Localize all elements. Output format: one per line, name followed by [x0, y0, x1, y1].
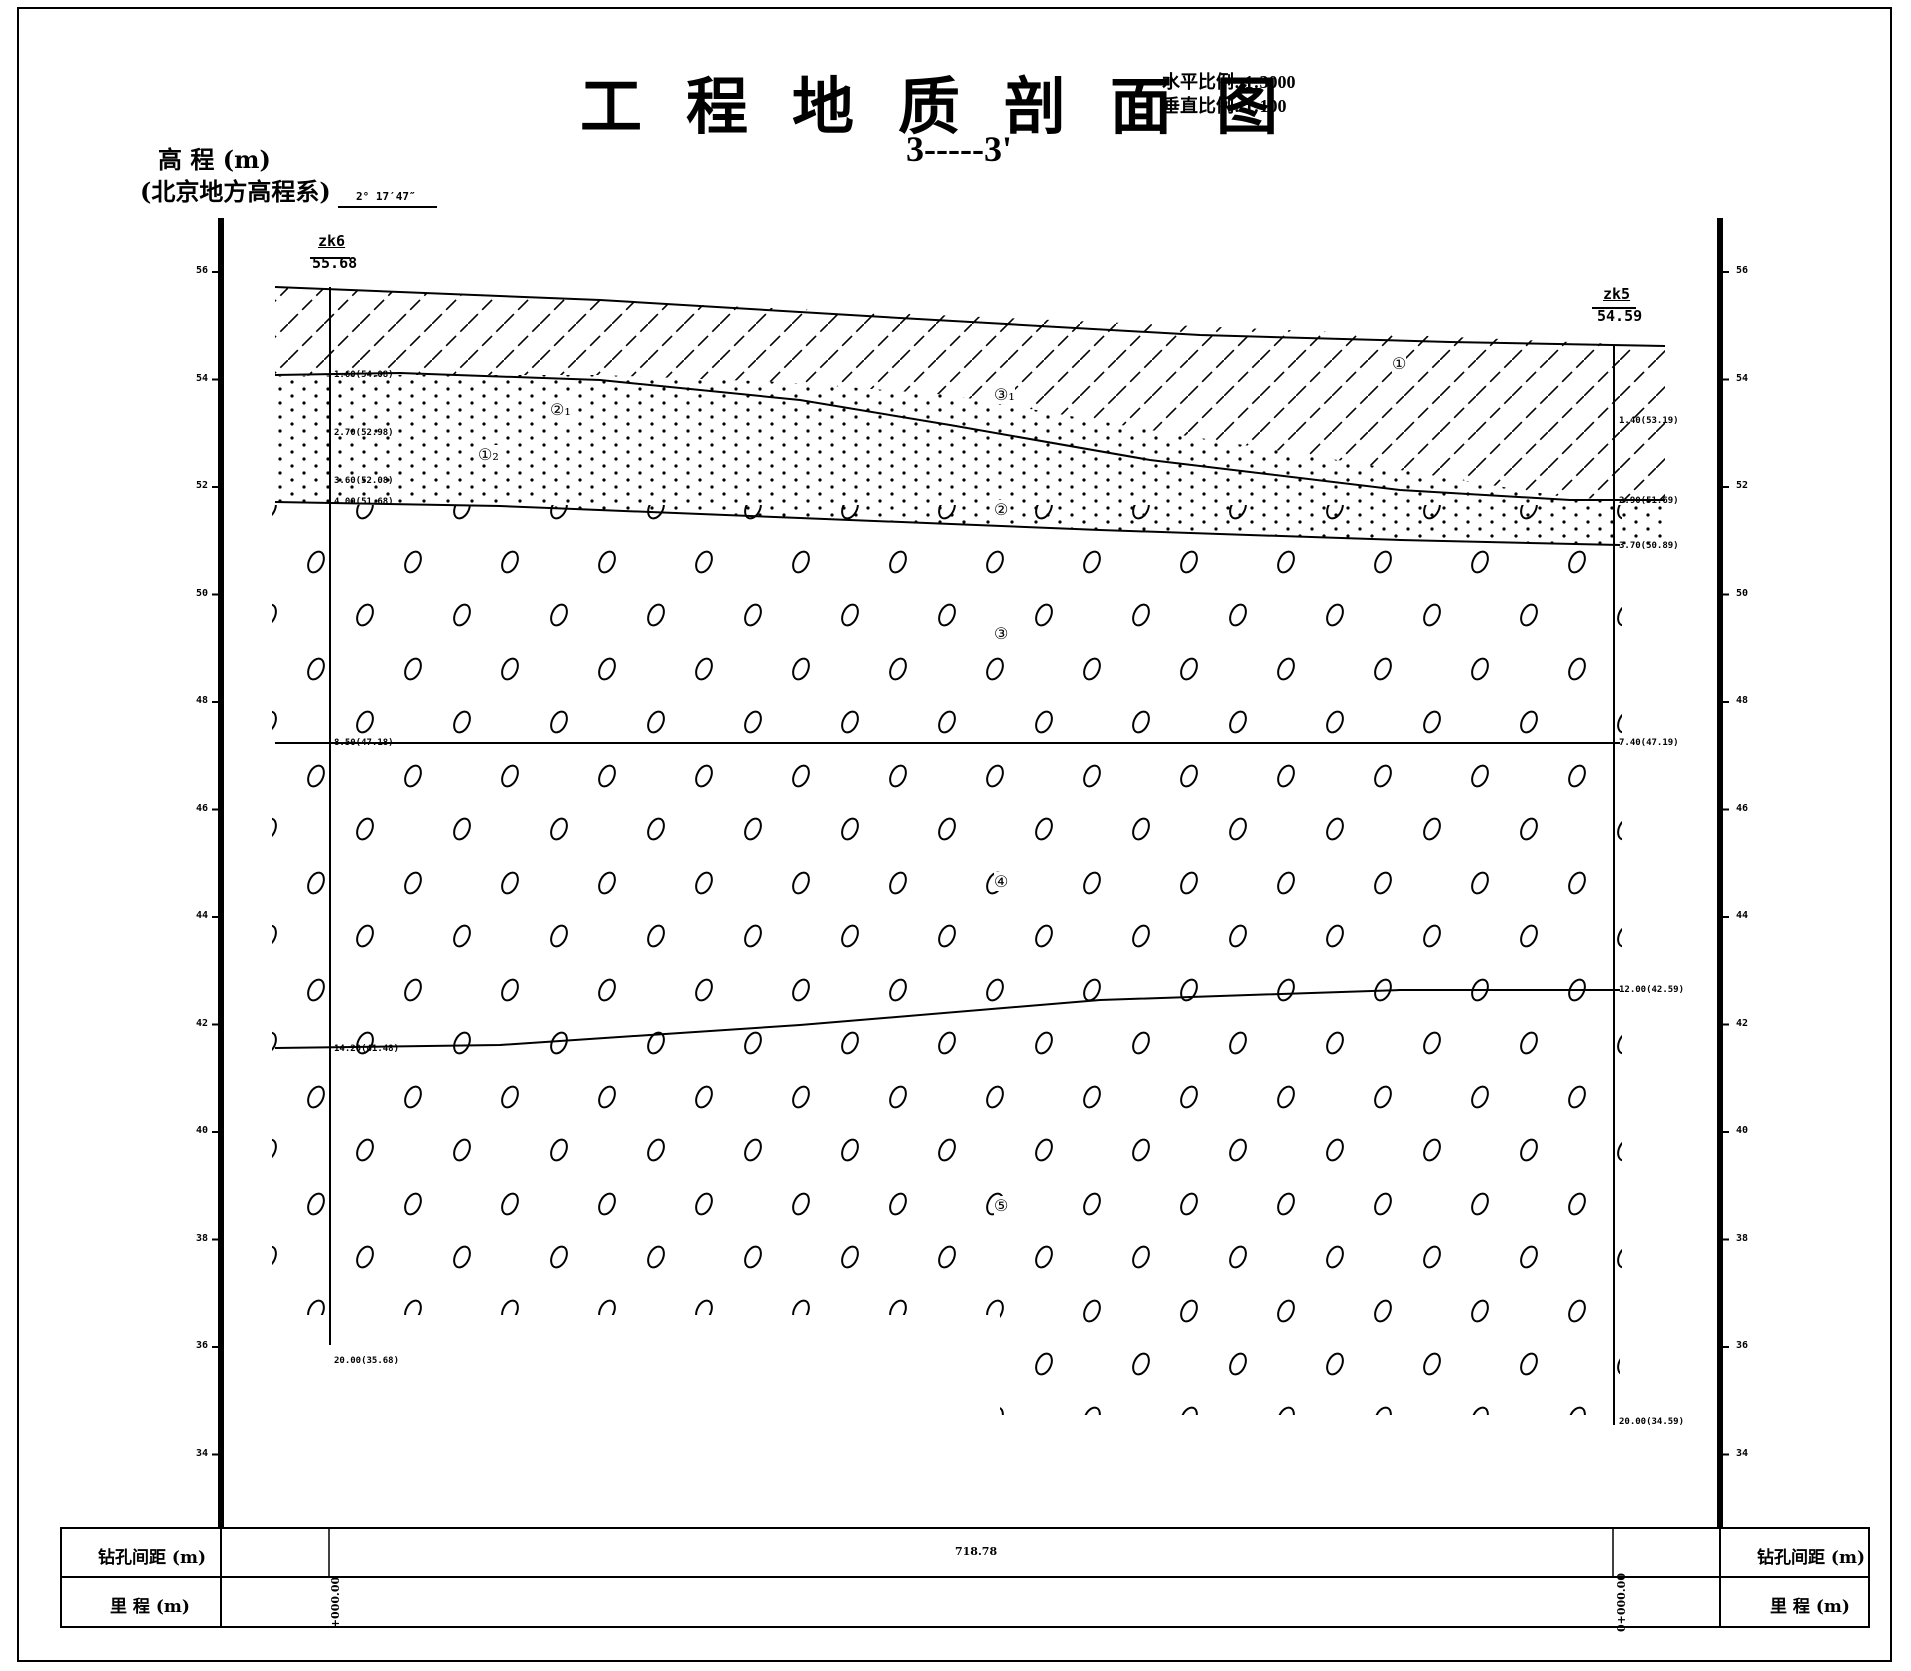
depth-label-zk6: 4.00(51.68): [334, 497, 394, 507]
borehole-id: zk6: [318, 232, 346, 250]
y-axis-label: 高 程 (m): [158, 145, 271, 174]
y-tick-label-right: 52: [1736, 480, 1749, 491]
depth-label-zk6: 8.50(47.18): [334, 738, 394, 748]
depth-label-zk5: 3.70(50.89): [1619, 541, 1679, 551]
depth-label-zk6: 20.00(35.68): [334, 1356, 400, 1366]
borehole-id: zk5: [1603, 285, 1631, 303]
left-elevation-axis: [218, 218, 224, 1528]
mileage-right: 0+000.00: [1614, 1573, 1628, 1632]
bearing-label: 2° 17′47″: [356, 190, 416, 203]
y-tick-label-right: 46: [1736, 802, 1749, 814]
y-tick-label-left: 42: [196, 1017, 209, 1029]
y-tick-label-right: 50: [1736, 587, 1749, 599]
drawing-title: 工程地质剖面图: [580, 70, 1323, 143]
y-tick-label-left: 54: [196, 372, 209, 384]
depth-label-zk5: 12.00(42.59): [1619, 985, 1685, 995]
y-tick-label-left: 38: [196, 1232, 209, 1244]
y-tick-label-right: 34: [1736, 1447, 1749, 1459]
drawing-frame: [17, 7, 1892, 1662]
layer-label: ②₁: [550, 400, 571, 419]
depth-label-zk6: 3.60(52.08): [334, 476, 394, 486]
horizontal-scale: 水平比例: 1:3000: [1162, 72, 1296, 92]
boundary-line-4: [274, 989, 1620, 1049]
layer-label: ③₁: [994, 385, 1015, 404]
y-tick-label-left: 50: [196, 587, 209, 599]
y-tick-label-left: 52: [196, 480, 209, 491]
mileage-left: +000.00: [329, 1576, 343, 1629]
row-label-borehole-distance-right: 钻孔间距 (m): [1757, 1548, 1865, 1568]
boundary-line-2: [274, 501, 1621, 546]
depth-label-zk5: 20.00(34.59): [1619, 1417, 1685, 1427]
gravel-layer: [272, 505, 1622, 1315]
layer-label: ②: [994, 500, 1009, 519]
y-tick-label-left: 40: [196, 1125, 209, 1136]
row-label-mileage: 里 程 (m): [110, 1597, 190, 1617]
y-tick-label-right: 42: [1736, 1017, 1749, 1029]
elevation-system-label: (北京地方高程系): [140, 177, 331, 206]
y-tick-label-left: 34: [196, 1447, 209, 1459]
borehole-elevation: 55.68: [312, 254, 358, 272]
depth-label-zk5: 1.40(53.19): [1619, 416, 1679, 426]
borehole-elevation: 54.59: [1597, 307, 1643, 325]
depth-label-zk6: 2.70(52.98): [334, 428, 394, 438]
y-tick-label-right: 44: [1736, 910, 1749, 921]
y-tick-label-right: 40: [1736, 1125, 1749, 1136]
y-tick-label-right: 48: [1736, 695, 1749, 706]
y-tick-label-right: 56: [1736, 265, 1749, 276]
y-tick-label-left: 36: [196, 1340, 209, 1351]
y-tick-label-left: 48: [196, 695, 209, 706]
layer-label: ③: [994, 624, 1009, 643]
vertical-scale: 垂直比例: 1:100: [1162, 96, 1287, 116]
gravel-layer-lower: [1000, 1315, 1620, 1415]
right-elevation-axis: [1717, 218, 1723, 1528]
depth-label-zk5: 2.90(51.69): [1619, 496, 1679, 506]
borehole-distance-value: 718.78: [955, 1545, 998, 1558]
y-tick-label-left: 56: [196, 265, 209, 276]
depth-label-zk6: 14.20(41.48): [334, 1044, 400, 1054]
boundary-line-1: [274, 371, 1665, 501]
row-label-mileage-right: 里 程 (m): [1770, 1597, 1850, 1617]
y-tick-label-left: 46: [196, 802, 209, 814]
y-tick-label-left: 44: [196, 910, 209, 921]
y-tick-label-right: 54: [1736, 372, 1749, 384]
layer-label: ⑤: [994, 1196, 1009, 1215]
layer-label: ④: [994, 872, 1009, 891]
depth-label-zk5: 7.40(47.19): [1619, 738, 1679, 748]
section-label: 3-----3': [906, 129, 1012, 169]
y-tick-label-right: 38: [1736, 1232, 1749, 1244]
y-tick-label-right: 36: [1736, 1340, 1749, 1351]
depth-label-zk6: 1.60(54.08): [334, 370, 394, 380]
ground-surface-line: [274, 286, 1666, 347]
layer-label: ①: [1392, 354, 1407, 373]
layer-label: ①₂: [478, 445, 499, 464]
row-label-borehole-distance: 钻孔间距 (m): [98, 1548, 206, 1568]
